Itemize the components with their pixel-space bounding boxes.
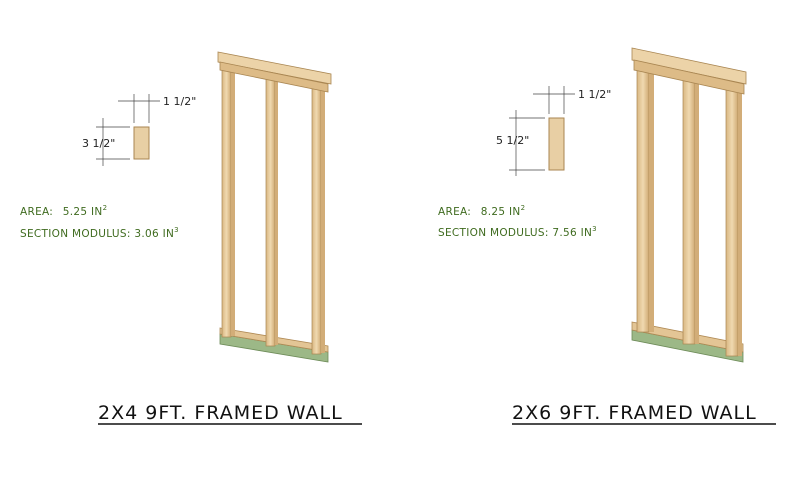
area-line: AREA: 8.25 IN2 [438,204,525,218]
framed-wall-2x4 [217,51,332,363]
stud [636,61,650,333]
section-2x6: 1 1/2" 5 1/2" [496,86,611,176]
dim-width-label: 1 1/2" [163,95,196,108]
stud-cross-section [133,126,150,160]
stud [221,61,232,338]
stud [265,69,276,347]
dim-depth-label: 3 1/2" [82,137,115,150]
stud [682,71,696,345]
panel-2x4: 1 1/2" 3 1/2" AREA: 5.25 IN2 SECTION MOD… [20,51,362,425]
area-line: AREA: 5.25 IN2 [20,204,107,218]
top-plate [217,51,332,85]
section-2x4: 1 1/2" 3 1/2" [82,94,196,166]
stud [725,81,739,357]
panel-title: 2X4 9FT. FRAMED WALL [98,402,343,424]
framed-wall-2x6 [631,47,747,363]
top-plate [219,61,329,93]
dim-depth-label: 5 1/2" [496,134,529,147]
dim-width-label: 1 1/2" [578,88,611,101]
stud-cross-section [548,117,565,171]
stud [311,77,322,355]
panel-title: 2X6 9FT. FRAMED WALL [512,402,757,424]
panel-2x6: 1 1/2" 5 1/2" AREA: 8.25 IN2 SECTION MOD… [438,47,776,425]
modulus-line: SECTION MODULUS: 7.56 IN3 [438,225,597,239]
top-plate [633,59,745,95]
top-plate [631,47,747,85]
modulus-line: SECTION MODULUS: 3.06 IN3 [20,226,179,240]
